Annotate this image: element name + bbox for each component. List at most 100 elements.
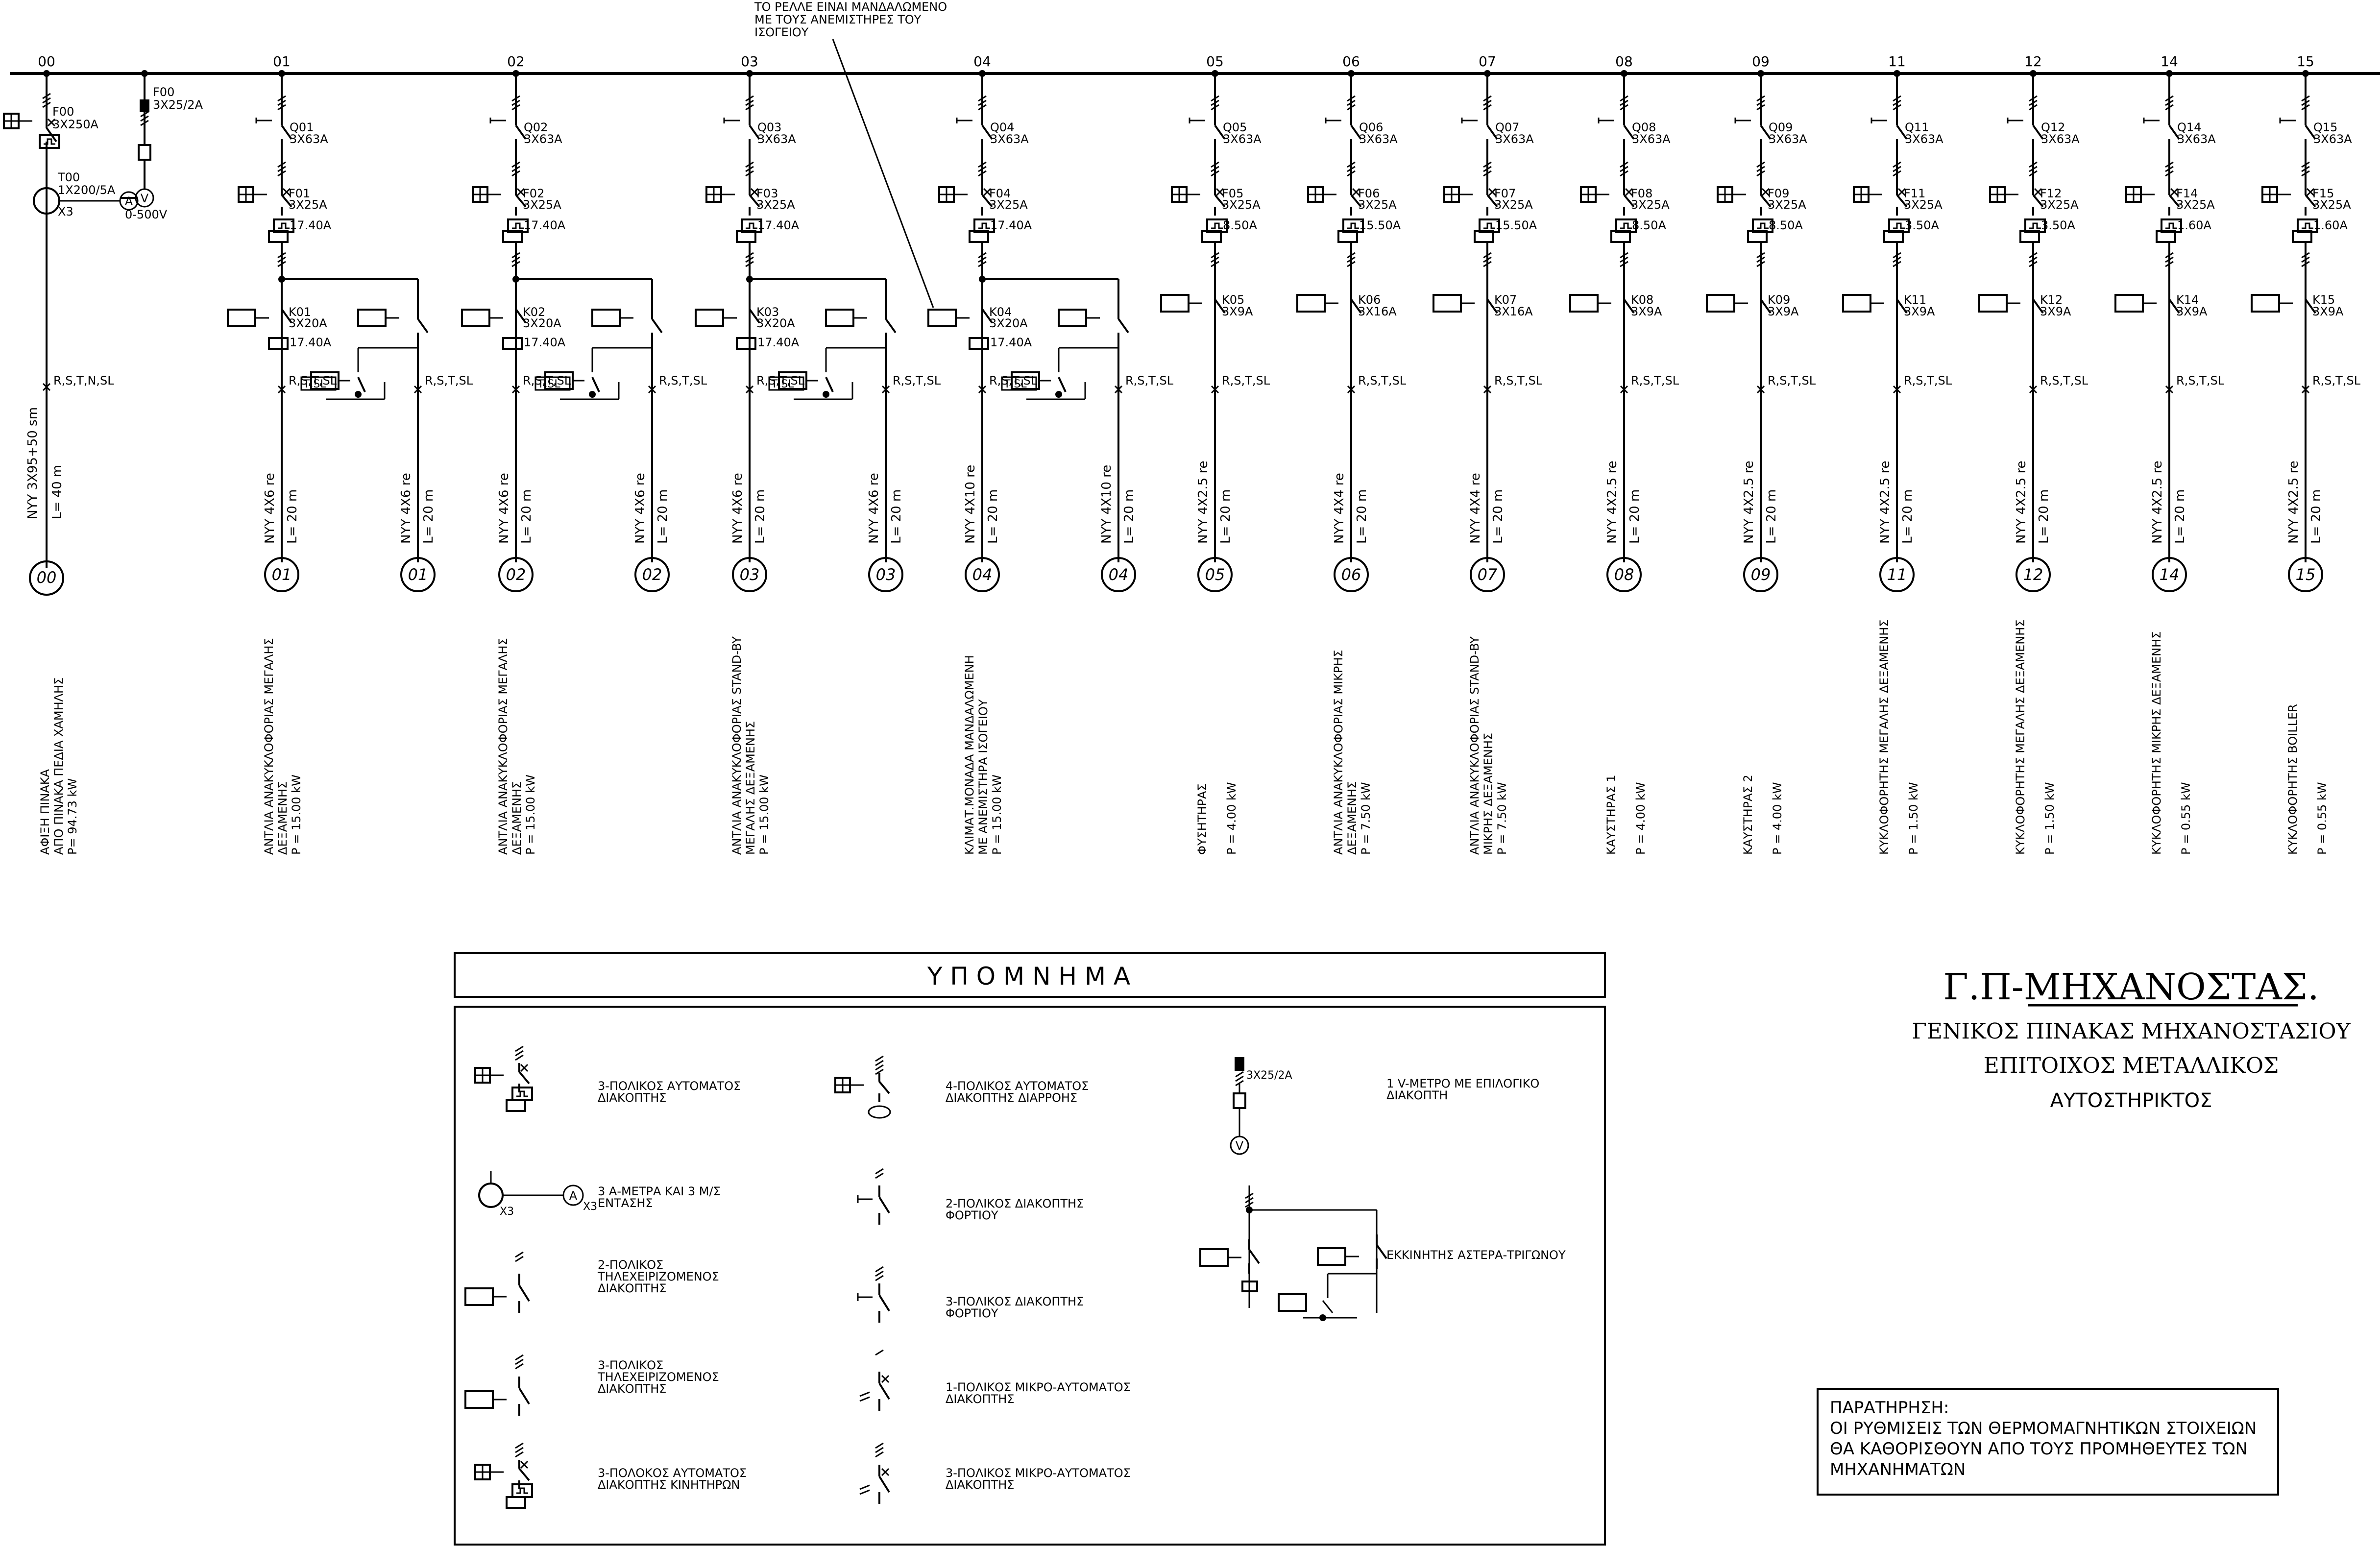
- label: L= 20 m: [1627, 489, 1642, 544]
- phase-tick: [277, 99, 286, 106]
- label: 3X9A: [1222, 305, 1253, 318]
- label: ΔΙΑΚΟΠΤΗΣ: [598, 1091, 666, 1105]
- phase-tick: [277, 95, 286, 102]
- thermal-element: [44, 138, 55, 145]
- coil-box: [2251, 294, 2280, 313]
- feeder-circle: [1334, 557, 1369, 592]
- label: Q04: [990, 121, 1014, 134]
- label: NYY 3X95+50 sm: [25, 407, 40, 519]
- phase-tick: [511, 256, 520, 263]
- legend-star-coil: [1278, 1293, 1307, 1312]
- label: K05: [1222, 293, 1244, 307]
- thermal-element: [2029, 222, 2041, 229]
- drawing-subtitle: ΑΥΤΟΣΤΗΡΙΚΤΟΣ: [2050, 1089, 2212, 1112]
- phase-tick: [1347, 261, 1356, 267]
- feeder-circle: [1743, 557, 1778, 592]
- label: 4-ΠΟΛΙΚΟΣ ΑΥΤΟΜΑΤΟΣ: [946, 1079, 1089, 1093]
- legend-micro-mark: [859, 1489, 870, 1495]
- circuit-number: 01: [273, 53, 291, 70]
- top-note-text: ΙΣΟΓΕΙΟΥ: [754, 25, 809, 39]
- phase-tick: [2029, 99, 2038, 106]
- legend-item-stardelta: ΕΚΚΙΝΗΤΗΣ ΑΣΤΕΡΑ-ΤΡΙΓΩΝΟΥ: [1199, 1185, 1566, 1321]
- label: 2-ΠΟΛΙΚΟΣ ΔΙΑΚΟΠΤΗΣ: [946, 1197, 1084, 1210]
- label: NYY 4X10 re: [1099, 465, 1114, 544]
- phase-tick: [1483, 95, 1492, 102]
- contactor-blade: [2168, 298, 2180, 314]
- label: 3X25/2A: [153, 98, 203, 112]
- breaker-x: [1897, 188, 1906, 196]
- phase-tick: [745, 99, 754, 106]
- label: T,SL: [303, 378, 326, 390]
- label: T,SL: [771, 378, 794, 390]
- label: ΜΕΓΑΛΗΣ ΔΕΞΑΜΕΝΗΣ: [744, 721, 757, 855]
- junction-dot: [355, 391, 362, 398]
- phase-tick: [875, 1055, 884, 1062]
- contactor-blade: [2305, 298, 2316, 314]
- label: X3: [583, 1201, 597, 1213]
- phase-tick: [1347, 256, 1356, 263]
- contactor-blade: [2032, 298, 2044, 314]
- thermal-element: [278, 222, 290, 229]
- phase-tick: [1620, 104, 1628, 111]
- phase-tick: [1347, 252, 1356, 259]
- label: K03: [756, 305, 779, 319]
- label: 3X25A: [1358, 198, 1397, 212]
- label: 3-ΠΟΛΙΚΟΣ: [598, 1358, 663, 1372]
- label: ΑΠΟ ΠΙΝΑΚΑ ΠΕΔΙΑ ΧΑΜΗΛΗΣ: [52, 677, 66, 855]
- label: L= 20 m: [421, 489, 436, 544]
- phase-tick: [1347, 166, 1356, 172]
- label: L= 20 m: [889, 489, 904, 544]
- label: R,S,T,SL: [1222, 374, 1270, 387]
- phase-tick: [1893, 104, 1901, 111]
- thermal-element: [1211, 222, 1223, 229]
- label: F03: [756, 187, 778, 200]
- phase-tick: [515, 1354, 524, 1361]
- label: ΜΕ ΑΝΕΜΙΣΤΗΡΑ ΙΣΟΓΕΙΟΥ: [976, 699, 990, 855]
- label: 3X25A: [1904, 198, 1943, 212]
- feeder-circle: [400, 557, 436, 592]
- load-switch-blade: [281, 124, 292, 140]
- label: P = 15.00 kW: [990, 774, 1004, 855]
- label: ΑΦΙΞΗ ΠΙΝΑΚΑ: [38, 769, 52, 855]
- label: P = 1.50 kW: [1907, 782, 1920, 855]
- label: 3X9A: [1631, 305, 1662, 318]
- label: ΑΝΤΛΙΑ ΑΝΑΚΥΚΛΟΦΟΡΙΑΣ STAND-BY: [730, 636, 744, 855]
- circuit-number: 04: [973, 53, 991, 70]
- main-contactor-blade: [749, 308, 760, 324]
- phase-tick: [1483, 104, 1492, 111]
- contactor-blade: [1350, 298, 1362, 314]
- drawing-title: Γ.Π-ΜΗΧΑΝΟΣΤΑΣ.: [1943, 966, 2319, 1008]
- star-delta-feeder-03: 03Q033X63AF033X25A17.40AK033X20A17.40AT,…: [695, 53, 941, 855]
- label: Q09: [1769, 121, 1793, 134]
- label: R,S,T,SL: [2312, 374, 2361, 387]
- coil-box: [1978, 294, 2008, 313]
- coil-box: [2114, 294, 2144, 313]
- coil-box: [1569, 294, 1599, 313]
- phase-tick: [515, 1363, 524, 1370]
- label: 3X63A: [1905, 132, 1943, 146]
- label: ΚΥΚΛΟΦΟΡΗΤΗΣ ΜΙΚΡΗΣ ΔΕΞΑΜΕΝΗΣ: [2150, 631, 2163, 855]
- label: NYY 4X4 re: [1332, 473, 1347, 544]
- circuit-number: 06: [1342, 53, 1360, 70]
- label: ΔΕΞΑΜΕΝΗΣ: [1345, 781, 1359, 855]
- label: 3X20A: [289, 316, 327, 330]
- phase-tick: [1483, 161, 1492, 168]
- load-switch-blade: [749, 124, 760, 140]
- breaker-x: [2170, 188, 2179, 196]
- phase-tick: [2165, 252, 2174, 259]
- phase-tick: [2029, 161, 2038, 168]
- phase-tick: [1756, 261, 1765, 267]
- label: P = 4.00 kW: [1771, 782, 1784, 855]
- breaker-x: [1352, 188, 1360, 196]
- star-delta-feeder-04: 04Q043X63AF043X25A17.40AK043X20A17.40AT,…: [927, 53, 1174, 855]
- breaker-x: [983, 188, 992, 196]
- label: 12: [2023, 565, 2043, 584]
- phase-tick: [515, 1054, 524, 1061]
- label: 15.50A: [1495, 218, 1537, 232]
- junction-dot: [823, 391, 829, 398]
